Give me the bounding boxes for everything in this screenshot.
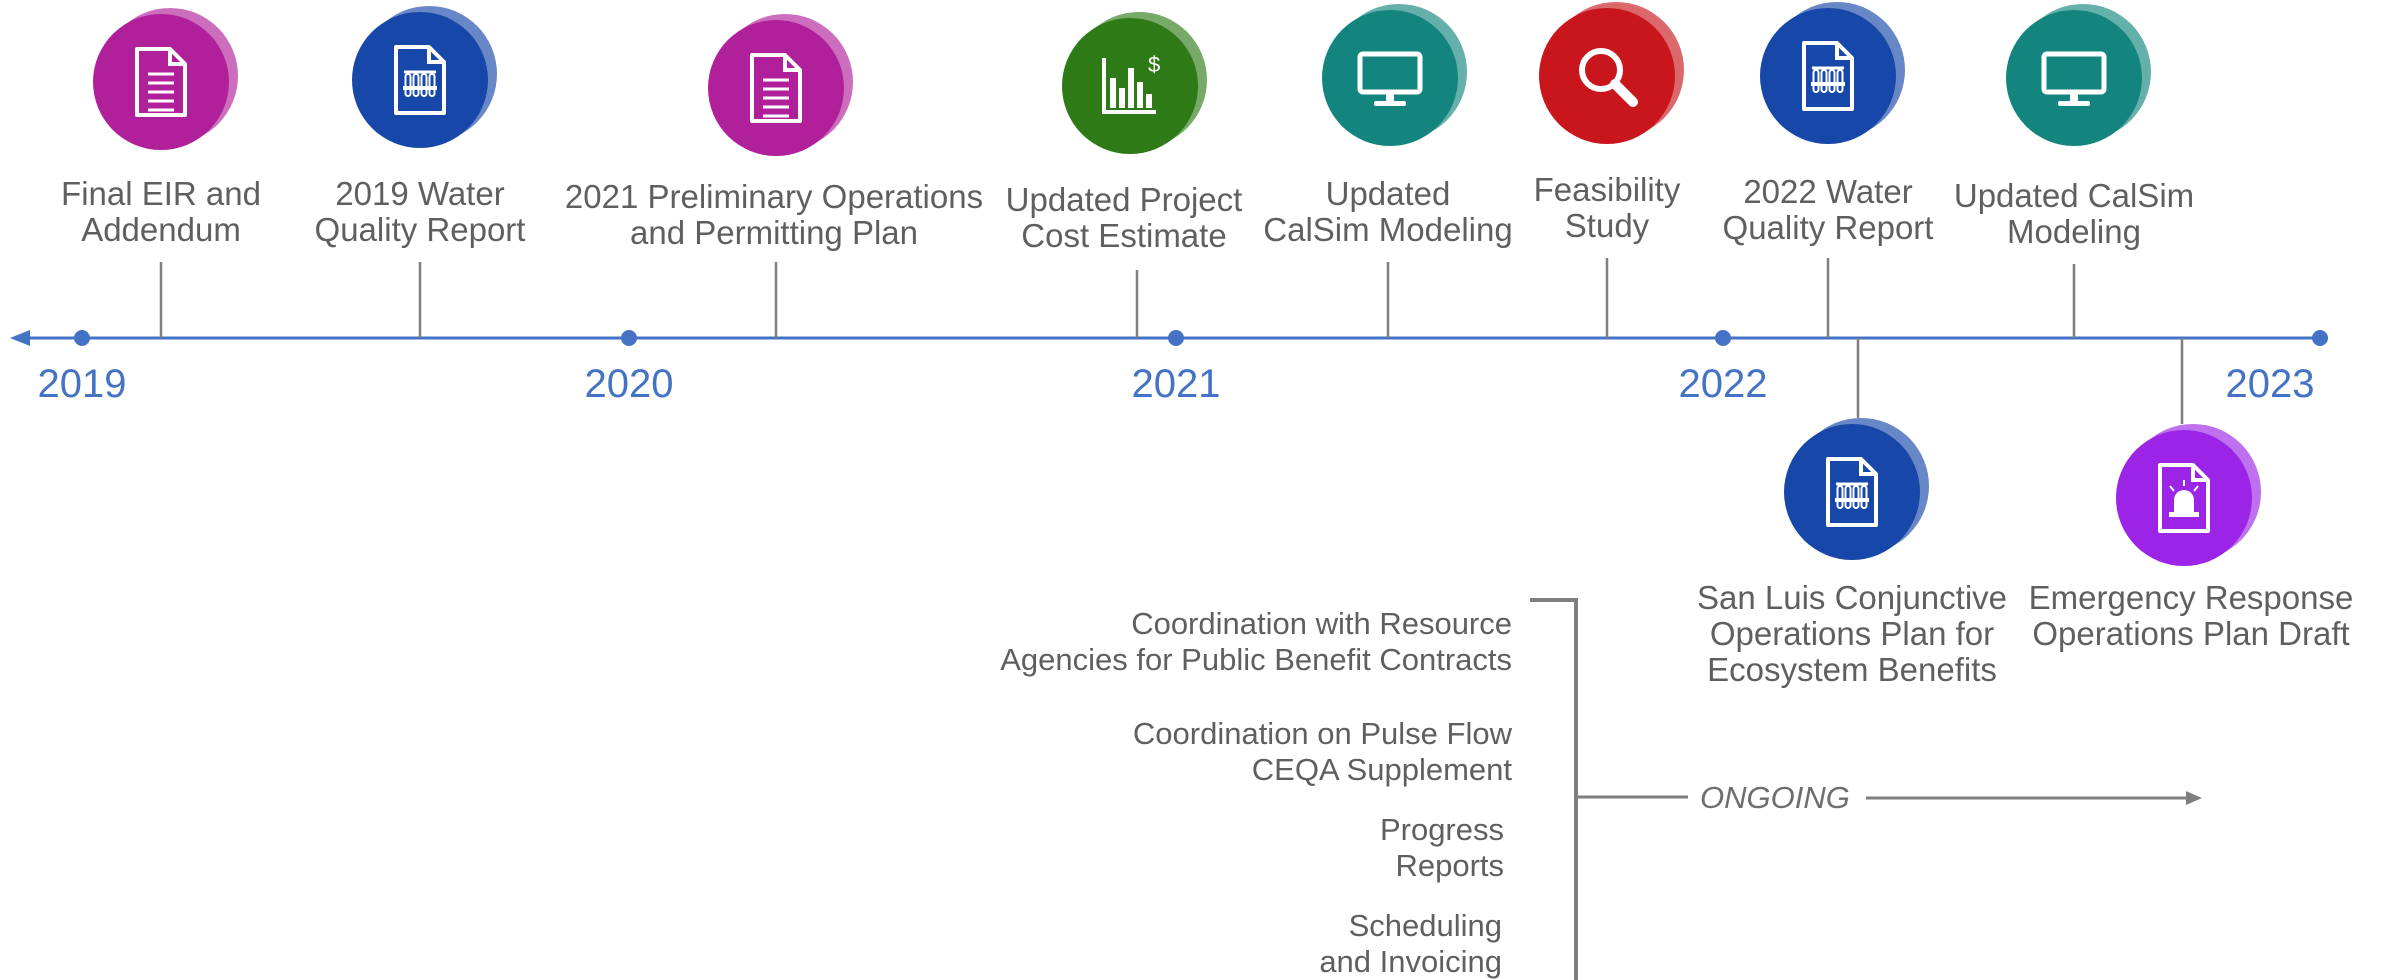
year-label-2023: 2023 (2225, 362, 2315, 406)
year-marker-2022 (1715, 330, 1731, 346)
ongoing-bracket (1530, 598, 1578, 980)
milestone-calsim-2021-label: Updated CalSim Modeling (1263, 175, 1513, 248)
document-icon (93, 8, 238, 150)
ongoing-task-scheduling-invoicing: Scheduling and Invoicing (1319, 908, 1502, 979)
test-tubes-report-icon (352, 6, 497, 148)
svg-text:$: $ (1148, 52, 1160, 77)
ongoing-label: ONGOING (1700, 780, 1850, 815)
milestone-2019-water-quality-label: 2019 Water Quality Report (314, 175, 526, 248)
year-label-2020: 2020 (584, 362, 674, 406)
year-marker-2023 (2312, 330, 2328, 346)
axis-arrow-left (10, 330, 30, 346)
year-marker-2020 (621, 330, 637, 346)
computer-monitor-icon (2006, 4, 2151, 146)
siren-document-icon (2116, 424, 2261, 566)
milestone-san-luis-label: San Luis Conjunctive Operations Plan for… (1696, 579, 2008, 688)
year-marker-2021 (1168, 330, 1184, 346)
ongoing-arrow-head (2186, 791, 2202, 805)
test-tubes-report-icon (1784, 418, 1929, 560)
milestone-2022-water-quality-label: 2022 Water Quality Report (1722, 173, 1934, 246)
ongoing-task-pulse-flow: Coordination on Pulse Flow CEQA Suppleme… (1132, 716, 1512, 787)
milestone-final-eir-label: Final EIR and Addendum (61, 175, 261, 248)
year-label-2019: 2019 (37, 362, 127, 406)
year-label-2022: 2022 (1678, 362, 1768, 406)
milestone-2021-preliminary-ops-label: 2021 Preliminary Operations and Permitti… (564, 178, 984, 251)
magnifier-icon (1539, 2, 1684, 144)
year-label-2021: 2021 (1131, 362, 1221, 406)
computer-monitor-icon (1322, 4, 1467, 146)
milestone-cost-estimate-label: Updated Project Cost Estimate (1005, 181, 1243, 254)
document-icon (708, 14, 853, 156)
milestone-calsim-2022-label: Updated CalSim Modeling (1953, 177, 2195, 250)
year-marker-2019 (74, 330, 90, 346)
milestone-feasibility-study-label: Feasibility Study (1533, 171, 1681, 244)
ongoing-task-progress-reports: Progress Reports (1379, 812, 1504, 883)
test-tubes-report-icon (1760, 2, 1905, 144)
bar-chart-dollar-icon: $ (1062, 12, 1207, 154)
milestone-emergency-response-label: Emergency Response Operations Plan Draft (2028, 579, 2354, 652)
ongoing-task-resource-agencies: Coordination with Resource Agencies for … (1000, 606, 1512, 677)
